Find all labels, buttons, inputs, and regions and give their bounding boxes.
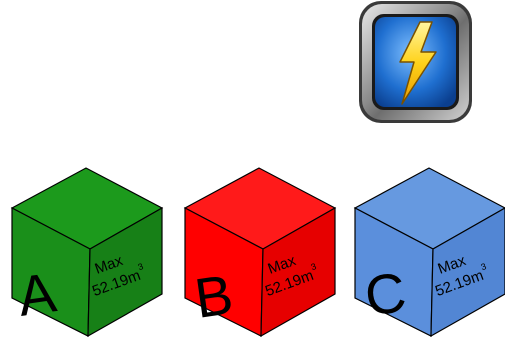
container-cube-a[interactable]: A Max 52.19m 3 (10, 166, 164, 338)
cube-right-face (430, 207, 505, 338)
capacity-unit-exponent: 3 (137, 261, 145, 272)
container-cube-b[interactable]: B Max 52.19m 3 (183, 166, 337, 338)
cube-right-face (87, 206, 163, 338)
power-button[interactable] (358, 0, 473, 124)
lightning-bolt-icon (359, 1, 472, 123)
capacity-unit-exponent: 3 (310, 261, 318, 272)
container-cube-c[interactable]: C Max 52.19m 3 (353, 166, 505, 338)
cube-right-face (260, 206, 336, 338)
cube-letter: C (361, 260, 410, 328)
cube-letter: B (191, 262, 237, 330)
capacity-unit-exponent: 3 (480, 261, 488, 272)
